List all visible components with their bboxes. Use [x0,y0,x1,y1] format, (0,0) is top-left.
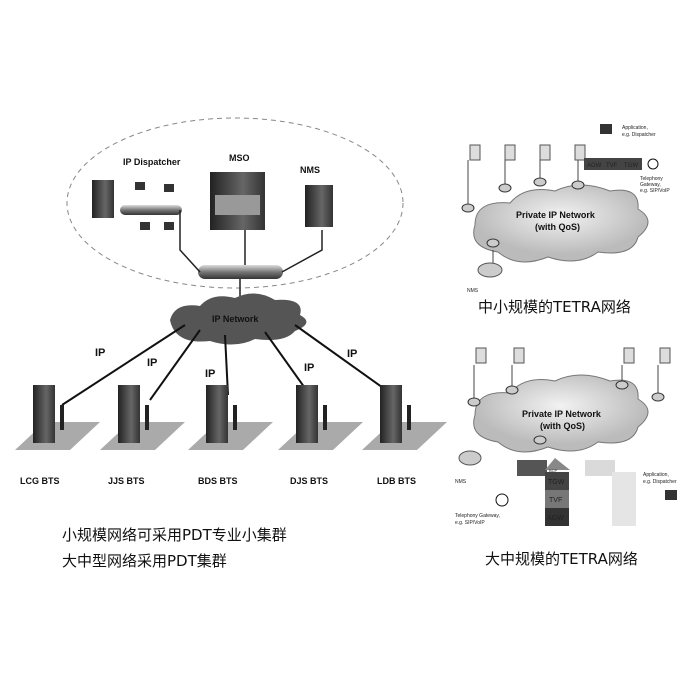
dispatcher-lan-bus [120,205,182,215]
ip-network-cloud: IP Network [170,293,307,345]
stack-tvf: TVF [549,497,562,504]
core-site-group: IP Dispatcher MSO NMS [66,117,404,305]
dispatcher-pc-icon [665,490,677,500]
bts-label: LCG BTS [20,476,60,486]
ip-link-label: IP [304,362,314,374]
base-station-icons [475,347,671,364]
ip-network-label: IP Network [212,314,259,324]
bts-bds: BDS BTS [188,385,273,486]
tetra-small-network: AGW TVF TGW Application, e.g. Dispatcher… [461,124,670,294]
private-ip-network-label: Private IP Network [516,210,596,220]
redundant-core-stack [585,460,636,526]
bts-uplinks [467,160,579,265]
telephony-label: Telephony [640,176,663,182]
app-label: Application, [622,125,648,131]
nms-label: NMS [300,165,320,175]
private-ip-network-label: Private IP Network [522,409,602,419]
caption-line-2: 大中型网络采用PDT集群 [62,552,227,570]
ip-link-label: IP [95,347,105,359]
bts-jjs: JJS BTS [100,385,185,486]
router-icons [461,177,585,248]
bts-uplinks [473,365,659,400]
tetra-large-network: Private IP Network (with QoS) NMS BCP TG… [455,347,677,526]
bts-ldb: LDB BTS [362,385,447,486]
ip-link-label: IP [147,357,157,369]
core-links [179,210,323,305]
mso-label: MSO [229,153,250,163]
telephony-label: Gateway, [640,182,661,188]
bts-lcg: LCG BTS [15,385,100,486]
base-station-icons [469,144,586,161]
dispatcher-workstation-icons [135,182,174,230]
bts-label: DJS BTS [290,476,328,486]
switch-icon [517,460,547,476]
nms-database-icon [477,262,503,278]
nms-server-icon [305,185,333,227]
stack-tgw: TGW [548,479,565,486]
caption-line-1: 小规模网络可采用PDT专业小集群 [62,526,287,544]
app-label: e.g. Dispatcher [643,479,677,485]
module-tvf: TVF [606,163,618,169]
nms-label: NMS [455,479,467,485]
dispatcher-pc-icon [600,124,612,134]
bts-djs: DJS BTS [278,385,363,486]
telephony-label: e.g. SIP/VoIP [640,188,670,194]
stack-top-label: BCP [549,468,558,473]
qos-label: (with QoS) [540,421,585,431]
core-module-bar [584,158,642,170]
nms-label: NMS [467,288,479,294]
module-agw: AGW [587,163,602,169]
ip-link-label: IP [347,348,357,360]
ip-dispatcher-label: IP Dispatcher [123,157,181,167]
module-tgw: TGW [624,163,638,169]
bts-label: LDB BTS [377,476,416,486]
telephone-icon [495,493,509,507]
dispatcher-server-icon [92,180,114,218]
small-tetra-caption: 中小规模的TETRA网络 [478,298,631,316]
qos-label: (with QoS) [535,222,580,232]
telephony-label: e.g. SIP/VoIP [455,520,485,526]
bts-label: JJS BTS [108,476,145,486]
bts-label: BDS BTS [198,476,238,486]
ip-link-labels: IP IP IP IP IP [95,347,357,380]
app-label: Application, [643,472,669,478]
large-tetra-caption: 大中规模的TETRA网络 [485,550,638,568]
core-lan-bus [198,265,283,279]
ip-link-label: IP [205,368,215,380]
telephony-label: Telephony Gateway, [455,513,500,519]
app-label: e.g. Dispatcher [622,132,656,138]
telephone-icon [647,158,659,170]
core-stack: BCP TGW TVF AGW [545,458,570,526]
bts-sites: LCG BTS JJS BTS BDS BTS DJS BTS LDB BTS [15,385,447,486]
stack-agw: AGW [547,515,564,522]
router-icons [467,380,665,445]
mso-rack-panel [215,195,260,215]
core-site-boundary [66,117,404,289]
nms-database-icon [458,450,482,466]
